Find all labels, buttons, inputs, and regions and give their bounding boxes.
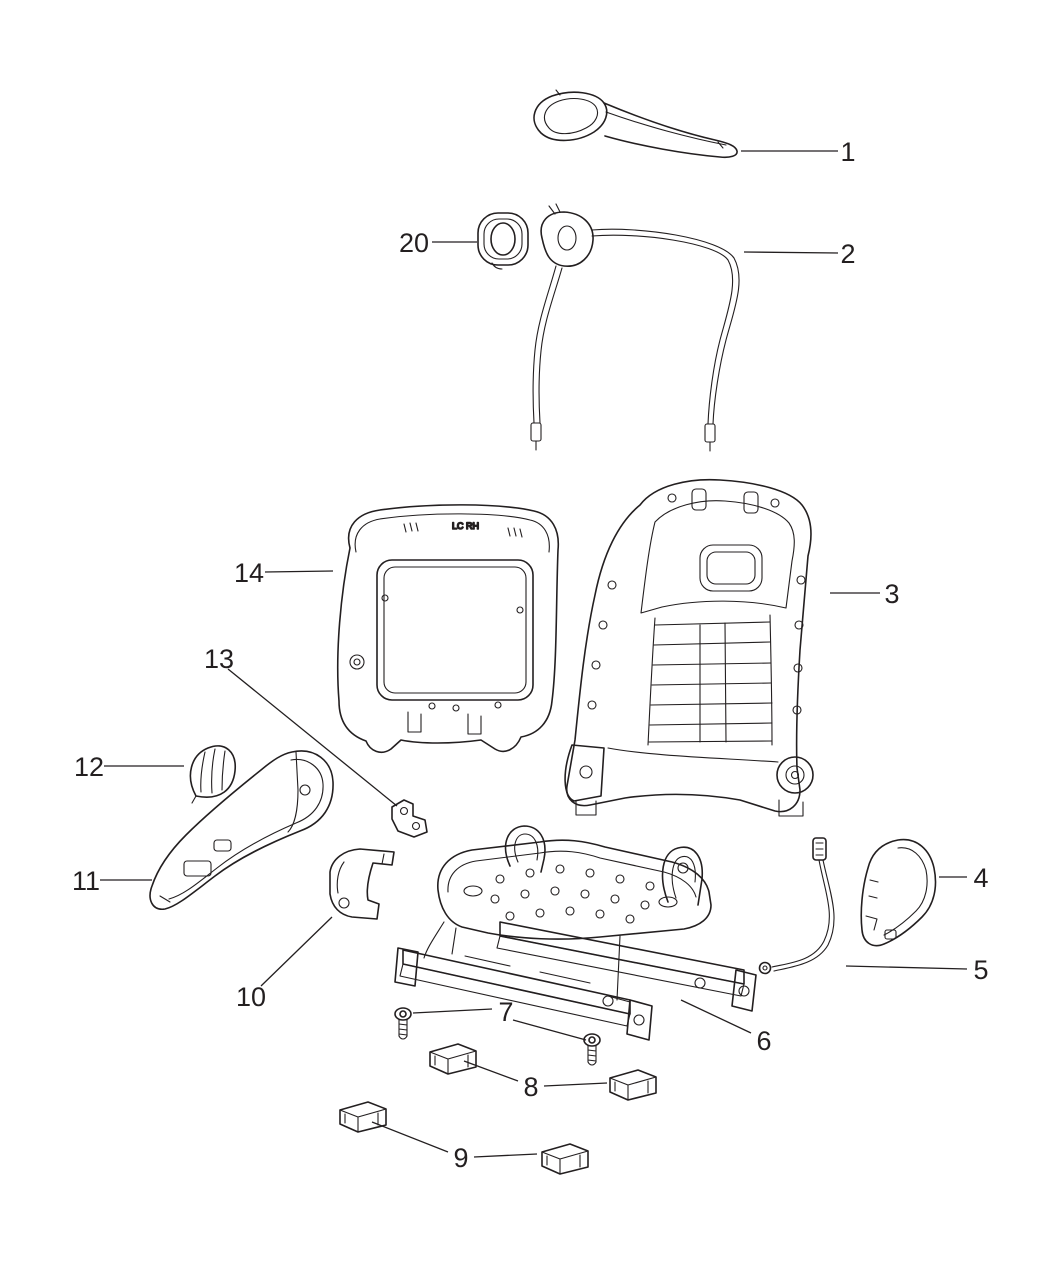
bezel-outer	[477, 212, 529, 266]
cable-end-fitting-2	[530, 422, 542, 442]
callout-12: 12	[74, 752, 104, 782]
cable-end-fitting	[704, 423, 716, 443]
leader-8a	[463, 1060, 519, 1082]
callout-6: 6	[756, 1026, 771, 1056]
part-end-cap-8a	[429, 1043, 477, 1075]
part-bolt-front	[394, 1007, 412, 1040]
callout-20: 20	[399, 228, 429, 258]
leader-5	[845, 965, 968, 970]
leader-8b	[543, 1082, 608, 1087]
leader-2	[743, 251, 839, 254]
part-end-cap-8b	[609, 1069, 657, 1101]
callout-10: 10	[236, 982, 266, 1012]
leader-6	[680, 999, 752, 1034]
part-seat-back-frame	[564, 478, 814, 817]
leader-7a	[412, 1008, 493, 1014]
panel-stamp-text: LC RH	[452, 521, 479, 531]
leader-14	[264, 570, 334, 573]
callout-1: 1	[840, 137, 855, 167]
part-recliner-handle-cover	[189, 745, 236, 804]
part-seat-back-panel: LC RH	[336, 504, 560, 753]
callout-8: 8	[523, 1072, 538, 1102]
callout-4: 4	[973, 863, 988, 893]
callout-5: 5	[973, 955, 988, 985]
leader-13	[227, 668, 398, 807]
part-inboard-seat-shield	[149, 750, 334, 910]
part-outboard-seat-shield	[860, 838, 937, 947]
callout-13: 13	[204, 644, 234, 674]
callout-2: 2	[840, 239, 855, 269]
leader-9a	[371, 1121, 449, 1153]
handle-housing	[540, 211, 594, 267]
part-headrest-trim-strip	[533, 89, 738, 159]
part-release-bezel	[477, 212, 529, 270]
leader-10	[260, 916, 333, 987]
panel-pocket-opening	[376, 559, 534, 701]
bezel-opening	[490, 222, 516, 256]
callout-11: 11	[72, 866, 100, 896]
leader-9b	[473, 1153, 538, 1158]
part-seat-adjuster-assembly	[394, 825, 757, 1041]
callout-9: 9	[453, 1143, 468, 1173]
part-bolt-rear	[583, 1033, 601, 1066]
leader-lines	[100, 150, 968, 1158]
part-end-cap-9b	[541, 1143, 589, 1175]
leader-7b	[512, 1019, 587, 1041]
part-latch-cable	[758, 837, 835, 975]
part-end-cap-9a	[339, 1101, 387, 1133]
part-release-handle-cable	[530, 203, 740, 452]
part-small-bracket	[391, 799, 428, 838]
part-mounting-bracket	[329, 848, 395, 920]
callout-labels: 1 2 20 3 14 13 12 11 10 4 5 6 7 8 9	[72, 137, 989, 1173]
callout-7: 7	[498, 997, 513, 1027]
callout-3: 3	[884, 579, 899, 609]
callout-14: 14	[234, 558, 264, 588]
bezel-inner-rim	[483, 218, 523, 260]
